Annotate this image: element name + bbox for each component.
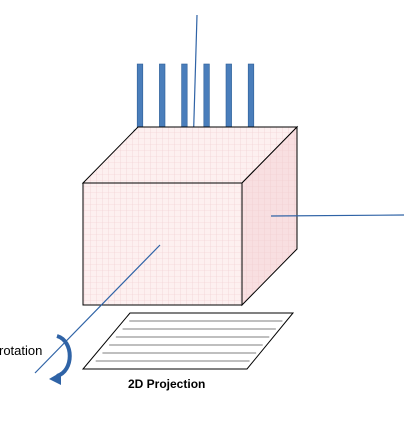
rotation-label: rotation [0, 343, 42, 358]
rotation-axis-line [34, 244, 161, 374]
horizontal-axis-line [270, 214, 405, 217]
rotation-arrow-icon [49, 334, 72, 385]
projection-plane [81, 312, 295, 370]
projection-lines [95, 320, 283, 362]
projection-label: 2D Projection [128, 377, 205, 391]
cube [81, 125, 299, 307]
